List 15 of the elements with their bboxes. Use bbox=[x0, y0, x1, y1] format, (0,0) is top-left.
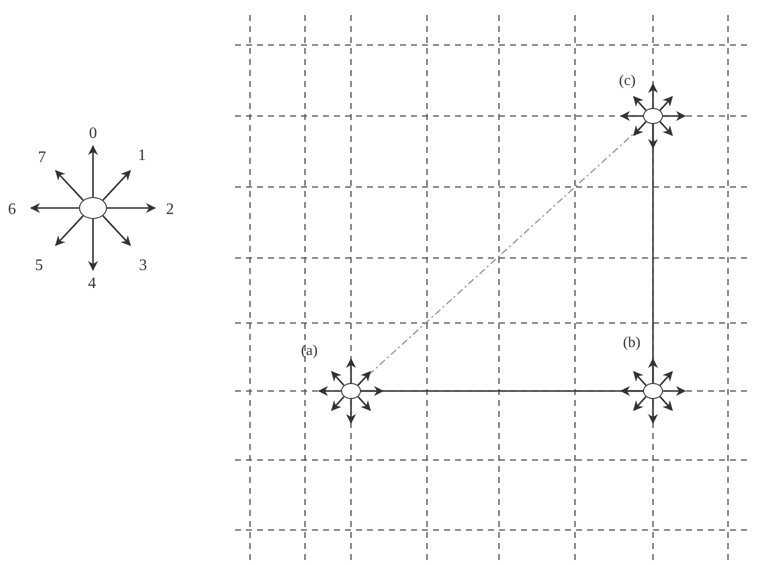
direction-number: 4 bbox=[88, 276, 96, 292]
direction-number: 1 bbox=[138, 148, 146, 164]
direction-number: 3 bbox=[139, 258, 147, 274]
pixel-circle bbox=[643, 108, 663, 124]
direction-number: 0 bbox=[89, 126, 97, 142]
direction-number: 5 bbox=[35, 258, 43, 274]
pixel-circle bbox=[643, 383, 663, 399]
pixel-circle bbox=[341, 383, 361, 399]
point-label: (c) bbox=[619, 74, 636, 89]
point-label: (b) bbox=[623, 336, 640, 351]
direction-number: 2 bbox=[166, 202, 174, 218]
direction-number: 6 bbox=[8, 202, 16, 218]
point-label: (a) bbox=[301, 344, 318, 359]
pixel-circle bbox=[79, 197, 107, 219]
direction-number: 7 bbox=[38, 150, 46, 166]
